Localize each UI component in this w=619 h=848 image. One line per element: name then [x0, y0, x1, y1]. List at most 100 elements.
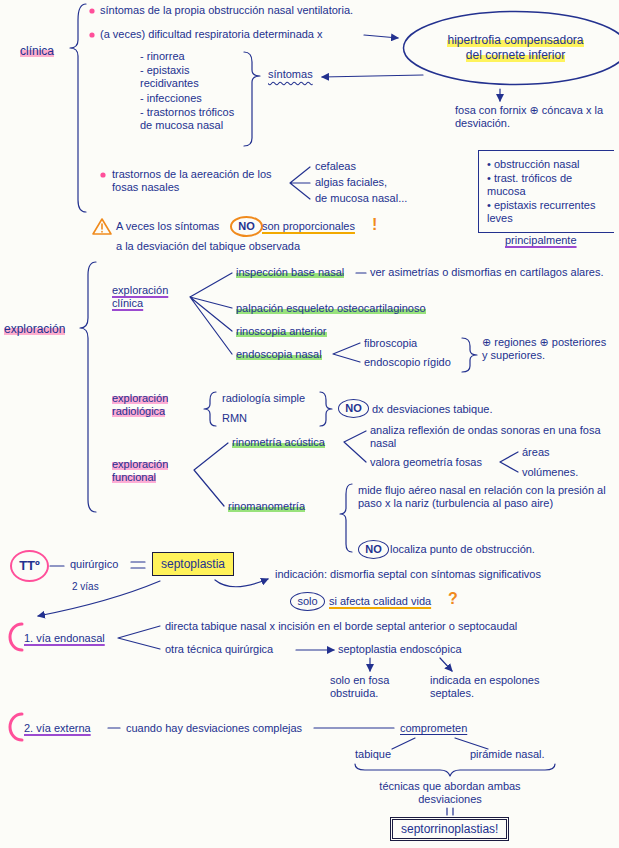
- note-text: cuando hay desviaciones complejas: [126, 722, 302, 734]
- note-text: si afecta calidad vida: [329, 595, 431, 607]
- branch-lines: [344, 431, 366, 462]
- arrow-line: [296, 649, 334, 650]
- label-wrap: ⊕ regiones ⊕ posteriores y superiores.: [482, 336, 612, 362]
- node-text: NO: [365, 543, 382, 556]
- label-wrap: exploración funcional: [112, 458, 192, 484]
- note-text: RMN: [222, 412, 247, 424]
- note-text: - epistaxis recidivantes: [140, 64, 199, 89]
- branch-lines: [500, 452, 518, 472]
- label-wrap: dx desviaciones tabique.: [372, 403, 492, 416]
- label-wrap: si afecta calidad vida: [329, 595, 431, 608]
- ellipse-note: hipertrofia compensadora del cornete inf…: [402, 10, 619, 86]
- label-wrap: solo en fosa obstruida.: [330, 674, 415, 700]
- label-wrap: síntomas de la propia obstrucción nasal …: [100, 4, 430, 17]
- label-wrap: tabique: [355, 748, 391, 761]
- equals-sign: [131, 562, 145, 568]
- label-wrap: RMN: [222, 412, 247, 425]
- branch-lines: [392, 738, 488, 749]
- c-mark: [10, 624, 22, 650]
- curly-bracket: [80, 262, 96, 512]
- arrow-line: [38, 581, 160, 616]
- branch-lines: [118, 626, 160, 649]
- node-text: • obstrucción nasal: [487, 158, 608, 171]
- label-wrap: endoscopio rígido: [364, 356, 451, 369]
- note-text: - trastornos tróficos de mucosa nasal: [140, 106, 234, 131]
- curly-bracket: [462, 338, 477, 372]
- circled-word: solo: [290, 592, 325, 611]
- note-text: 2 vías: [72, 581, 99, 592]
- note-text: algias faciales,: [315, 176, 387, 188]
- branch-lines: [333, 343, 360, 362]
- note-text: trastornos de la aereación de los fosas …: [112, 168, 272, 193]
- note-text: pirámide nasal.: [470, 748, 545, 760]
- note-text: cefaleas: [315, 160, 356, 172]
- ellipse-shape: [404, 12, 619, 85]
- note-text: fibroscopia: [364, 337, 417, 349]
- label-wrap: 1. vía endonasal: [24, 632, 105, 645]
- warning-mark: [101, 224, 103, 232]
- label-wrap: algias faciales,: [315, 176, 387, 189]
- node-text: septoplastia: [161, 557, 225, 571]
- equals-sign: [447, 808, 453, 815]
- note-text: comprometen: [400, 722, 467, 734]
- label-wrap: 2. vía externa: [24, 722, 91, 735]
- note-text: inspección base nasal: [236, 266, 344, 278]
- note-text: síntomas: [268, 68, 313, 80]
- node-text: septorrinoplastias!: [401, 822, 498, 836]
- node-text: solo: [297, 595, 318, 608]
- label-wrap: a la desviación del tabique observada: [116, 240, 300, 253]
- label-wrap: volúmenes.: [522, 466, 578, 479]
- note-text: septoplastia endoscópica: [338, 643, 462, 655]
- branch-lines: [194, 443, 228, 506]
- arrow-line: [499, 89, 500, 101]
- curly-bracket: [70, 4, 86, 212]
- note-text: rinomanometría: [228, 500, 305, 512]
- dash-line: [314, 727, 394, 728]
- circled-word: NO: [358, 540, 389, 559]
- node-text: • epistaxis recurrentes leves: [487, 199, 608, 225]
- note-text: localiza punto de obstrucción.: [390, 543, 535, 555]
- label-wrap: localiza punto de obstrucción.: [390, 543, 535, 556]
- note-text: palpación esqueleto osteocartilaginoso: [236, 302, 426, 314]
- label-wrap: comprometen: [400, 722, 467, 735]
- note-text: !: [372, 216, 377, 233]
- note-text: ver asimetrías o dismorfias en cartílago…: [370, 266, 604, 278]
- label-wrap: otra técnica quirúrgica: [165, 643, 273, 656]
- section-circle: TTº: [10, 550, 49, 582]
- label-wrap: cefaleas: [315, 160, 356, 173]
- node-text: • trast. tróficos de mucosa: [487, 172, 608, 198]
- node-text: NO: [345, 402, 362, 415]
- circled-word: NO: [338, 399, 369, 418]
- note-text: ?: [448, 590, 458, 607]
- note-text: exploración clínica: [112, 284, 168, 309]
- note-text: de mucosa nasal...: [315, 192, 407, 204]
- note-text: dx desviaciones tabique.: [372, 403, 492, 415]
- label-wrap: - rinorrea: [140, 50, 185, 63]
- label-wrap: fibroscopia: [364, 337, 417, 350]
- node-text: NO: [238, 220, 255, 233]
- note-text: a la desviación del tabique observada: [116, 240, 300, 252]
- curly-bracket: [320, 392, 332, 426]
- note-text: endoscopia nasal: [236, 348, 322, 360]
- label-wrap: radiología simple: [222, 392, 305, 405]
- arrow-line: [322, 75, 423, 77]
- dash-line: [108, 727, 120, 728]
- note-text: mide flujo aéreo nasal en relación con l…: [358, 484, 606, 509]
- label-wrap: exploración clínica: [112, 284, 187, 310]
- note-text: técnicas que abordan ambas desviaciones: [379, 780, 520, 805]
- circled-word: NO: [230, 216, 263, 237]
- label-wrap: síntomas: [268, 68, 313, 81]
- highlight-box: septoplastia: [152, 552, 234, 576]
- note-text: valora geometría fosas: [370, 456, 482, 468]
- note-text: - rinorrea: [140, 50, 185, 62]
- label-wrap: cuando hay desviaciones complejas: [126, 722, 302, 735]
- node-text: hipertrofia compensadora del cornete inf…: [447, 33, 583, 62]
- note-text: directa tabique nasal x incisión en el b…: [165, 620, 517, 632]
- note-text: A veces los síntomas: [116, 220, 219, 232]
- note-text: clínica: [20, 44, 54, 58]
- label-wrap: analiza reflexión de ondas sonoras en un…: [370, 424, 610, 450]
- note-text: - infecciones: [140, 92, 202, 104]
- note-text: solo en fosa obstruida.: [330, 674, 389, 699]
- note-text: principalmente: [505, 234, 577, 246]
